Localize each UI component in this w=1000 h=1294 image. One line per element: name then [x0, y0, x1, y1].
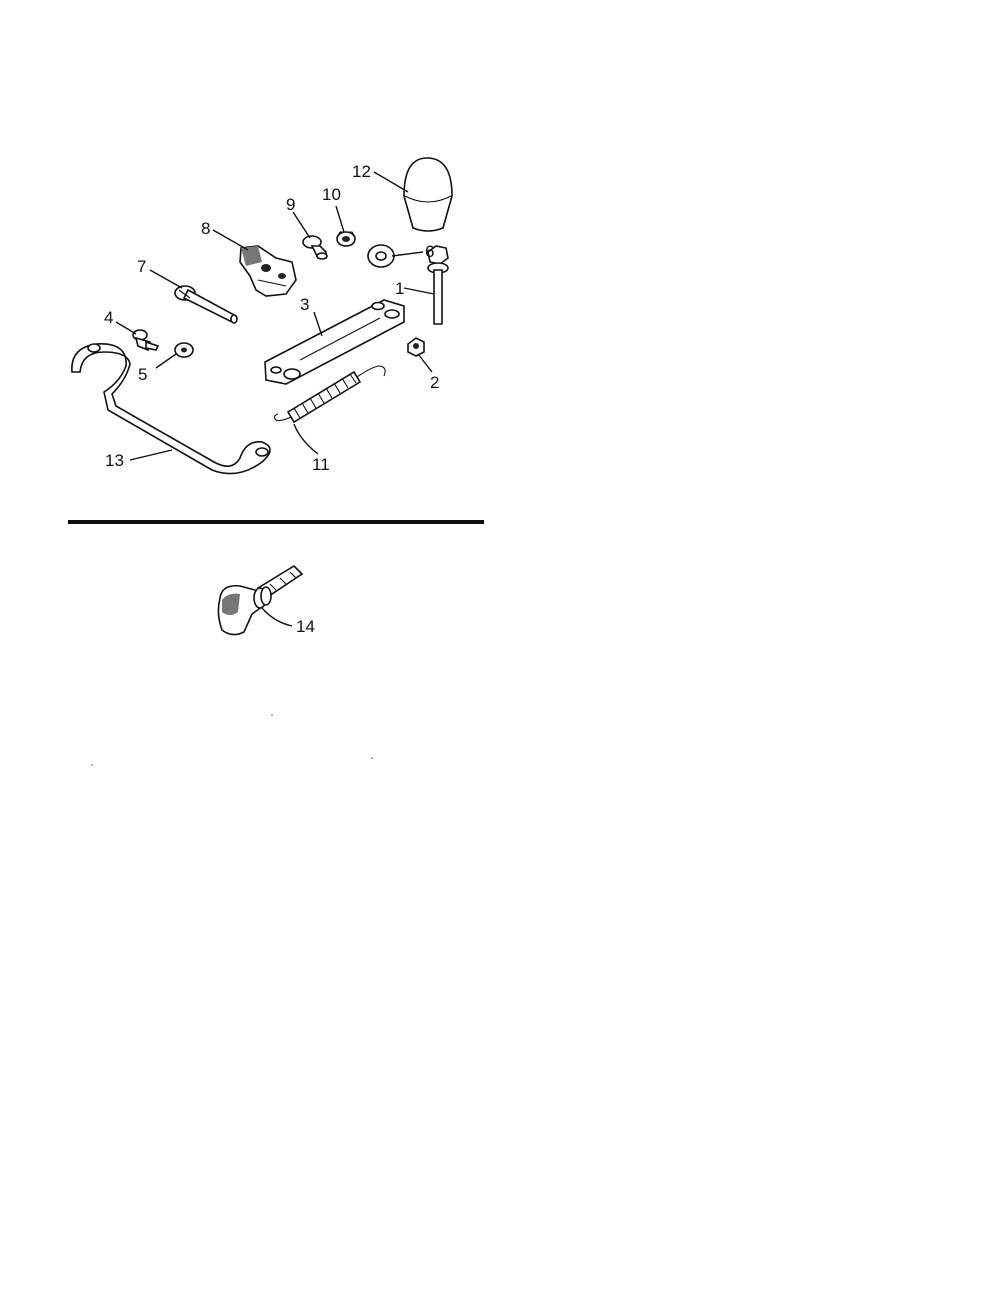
leader-14	[261, 607, 293, 627]
part-7-bolt	[174, 285, 238, 324]
callout-10: 10	[322, 185, 341, 204]
callout-7: 7	[137, 257, 146, 276]
callout-4: 4	[104, 308, 113, 327]
callout-1: 1	[395, 279, 404, 298]
callout-11: 11	[312, 455, 330, 474]
callout-5: 5	[138, 365, 147, 384]
leader-lines	[115, 171, 435, 461]
part-11-spring	[273, 365, 386, 424]
section-divider	[68, 520, 484, 524]
callout-8: 8	[201, 219, 210, 238]
part-4-bolt	[132, 329, 160, 352]
part-6-washer	[367, 244, 395, 268]
callout-12: 12	[352, 162, 371, 181]
part-10-nut	[336, 231, 356, 247]
callout-13: 13	[105, 451, 124, 470]
part-14-knob-insert	[217, 564, 304, 636]
part-1-bolt	[427, 245, 449, 325]
part-13-rod	[71, 343, 271, 475]
callout-9: 9	[286, 195, 295, 214]
part-12-knob	[403, 157, 453, 232]
part-9-pin	[302, 235, 328, 260]
callout-labels: 1 2 3 4 5 6 7 8 9 10 11 12 13	[104, 162, 439, 474]
part-2-nut	[407, 337, 425, 357]
part-5-nut	[174, 342, 194, 358]
callout-2: 2	[430, 373, 439, 392]
part-3-plate	[264, 299, 405, 385]
callout-14: 14	[296, 617, 315, 636]
callout-6: 6	[425, 242, 434, 261]
part-8-bracket	[239, 245, 297, 297]
callout-3: 3	[300, 295, 309, 314]
